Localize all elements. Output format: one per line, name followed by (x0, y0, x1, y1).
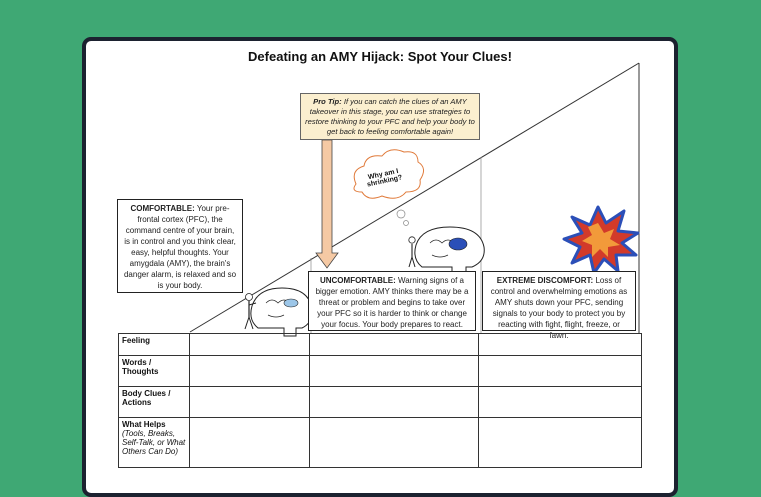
stage-comfortable-label: COMFORTABLE: (130, 204, 195, 213)
table-cell[interactable] (478, 355, 642, 387)
person-icon (244, 293, 257, 330)
table-cell[interactable] (189, 417, 310, 468)
clues-table: Feeling Words / Thoughts Body Clues / Ac… (118, 333, 642, 468)
stage-comfortable-text: Your pre-frontal cortex (PFC), the comma… (123, 204, 237, 290)
table-cell[interactable] (478, 333, 642, 356)
table-cell[interactable] (189, 333, 310, 356)
brain-calm-icon (250, 287, 313, 337)
stage-comfortable: COMFORTABLE: Your pre-frontal cortex (PF… (117, 199, 243, 293)
pro-tip-label: Pro Tip: (313, 97, 342, 106)
row-label: What Helps(Tools, Breaks, Self-Talk, or … (118, 417, 190, 468)
row-label: Feeling (118, 333, 190, 356)
brain-alert-icon (414, 226, 485, 274)
worksheet-title: Defeating an AMY Hijack: Spot Your Clues… (248, 49, 512, 64)
person-small-icon (408, 236, 416, 268)
pro-tip-box: Pro Tip: If you can catch the clues of a… (300, 93, 480, 140)
stage-uncomfortable-text: Warning signs of a bigger emotion. AMY t… (315, 276, 469, 329)
table-cell[interactable] (189, 355, 310, 387)
thought-bubble-icon (353, 149, 424, 199)
table-row: What Helps(Tools, Breaks, Self-Talk, or … (118, 417, 642, 468)
table-cell[interactable] (478, 386, 642, 418)
arrow-icon (315, 139, 339, 269)
stage-uncomfortable: UNCOMFORTABLE: Warning signs of a bigger… (308, 271, 476, 331)
table-cell[interactable] (189, 386, 310, 418)
stage-extreme-label: EXTREME DISCOMFORT: (496, 276, 594, 285)
table-row: Body Clues / Actions (118, 386, 642, 418)
stage-diagram (189, 62, 640, 337)
row-label: Words / Thoughts (118, 355, 190, 387)
triangle-slope (189, 62, 640, 333)
table-row: Words / Thoughts (118, 355, 642, 387)
table-cell[interactable] (309, 386, 479, 418)
row-label: Body Clues / Actions (118, 386, 190, 418)
stage-uncomfortable-label: UNCOMFORTABLE: (319, 276, 396, 285)
table-row: Feeling (118, 333, 642, 356)
stage-extreme: EXTREME DISCOMFORT: Loss of control and … (482, 271, 636, 340)
table-cell[interactable] (309, 355, 479, 387)
stage-extreme-text: Loss of control and overwhelming emotion… (490, 276, 628, 340)
pro-tip-text: If you can catch the clues of an AMY tak… (305, 97, 475, 136)
table-cell[interactable] (309, 333, 479, 356)
table-cell[interactable] (309, 417, 479, 468)
table-cell[interactable] (478, 417, 642, 468)
worksheet: Defeating an AMY Hijack: Spot Your Clues… (82, 37, 678, 497)
